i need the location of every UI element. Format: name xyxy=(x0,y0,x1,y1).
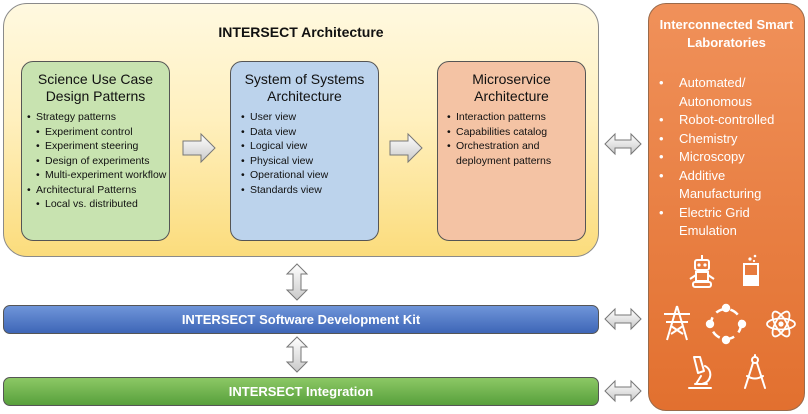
microscope-icon xyxy=(688,356,712,389)
vertical-double-arrow-icon xyxy=(285,336,309,373)
horizontal-double-arrow-icon xyxy=(604,307,642,331)
beaker-icon xyxy=(743,254,759,286)
list-item: Automated/ Autonomous xyxy=(659,74,804,111)
sdk-bar: INTERSECT Software Development Kit xyxy=(3,305,599,334)
system-of-systems-box: System of Systems Architecture User view… xyxy=(230,61,379,241)
vertical-double-arrow-icon xyxy=(285,263,309,301)
list-item: Strategy patterns xyxy=(27,110,169,125)
smart-labs-title: Interconnected Smart Laboratories xyxy=(659,17,794,50)
right-arrow-icon xyxy=(182,132,216,164)
architecture-title: INTERSECT Architecture xyxy=(218,24,384,40)
list-item: Local vs. distributed xyxy=(36,197,169,212)
science-use-case-box: Science Use Case Design Patterns Strateg… xyxy=(21,61,170,241)
sos-view-list: User viewData viewLogical viewPhysical v… xyxy=(231,110,378,197)
integration-bar: INTERSECT Integration xyxy=(3,377,599,406)
list-item: Standards view xyxy=(241,183,378,198)
smart-labs-list: Automated/ AutonomousRobot-controlledChe… xyxy=(659,74,804,241)
list-item: Experiment control xyxy=(36,125,169,140)
drafting-compass-icon xyxy=(744,354,766,389)
list-item: Capabilities catalog xyxy=(447,125,585,140)
list-item: Architectural Patterns xyxy=(27,183,169,198)
list-item: Electric Grid Emulation xyxy=(659,204,804,241)
list-item: Physical view xyxy=(241,154,378,169)
microservice-list: Interaction patternsCapabilities catalog… xyxy=(438,110,585,168)
list-item: Chemistry xyxy=(659,130,804,149)
list-item: Logical view xyxy=(241,139,378,154)
network-cycle-icon xyxy=(705,303,747,345)
list-item: Robot-controlled xyxy=(659,111,804,130)
list-item: Design of experiments xyxy=(36,154,169,169)
list-item: User view xyxy=(241,110,378,125)
list-item: Interaction patterns xyxy=(447,110,585,125)
sos-box-title: System of Systems Architecture xyxy=(244,71,365,104)
microservice-box-title: Microservice Architecture xyxy=(472,71,551,104)
horizontal-double-arrow-icon xyxy=(604,132,642,156)
robot-icon xyxy=(689,255,715,288)
smart-labs-panel: Interconnected Smart Laboratories Automa… xyxy=(648,3,805,411)
horizontal-double-arrow-icon xyxy=(604,379,642,403)
list-item: Microscopy xyxy=(659,148,804,167)
list-item: Additive Manufacturing xyxy=(659,167,804,204)
list-item: Operational view xyxy=(241,168,378,183)
science-box-title: Science Use Case Design Patterns xyxy=(37,71,154,104)
architecture-panel: INTERSECT Architecture Science Use Case … xyxy=(3,3,599,257)
list-item: Data view xyxy=(241,125,378,140)
power-tower-icon xyxy=(664,305,690,341)
science-pattern-list: Strategy patternsExperiment controlExper… xyxy=(22,110,169,212)
microservice-box: Microservice Architecture Interaction pa… xyxy=(437,61,586,241)
list-item: Multi-experiment workflow xyxy=(36,168,169,183)
list-item: Orchestration and deployment patterns xyxy=(447,139,585,168)
right-arrow-icon xyxy=(389,132,423,164)
atom-icon xyxy=(766,310,796,338)
list-item: Experiment steering xyxy=(36,139,169,154)
